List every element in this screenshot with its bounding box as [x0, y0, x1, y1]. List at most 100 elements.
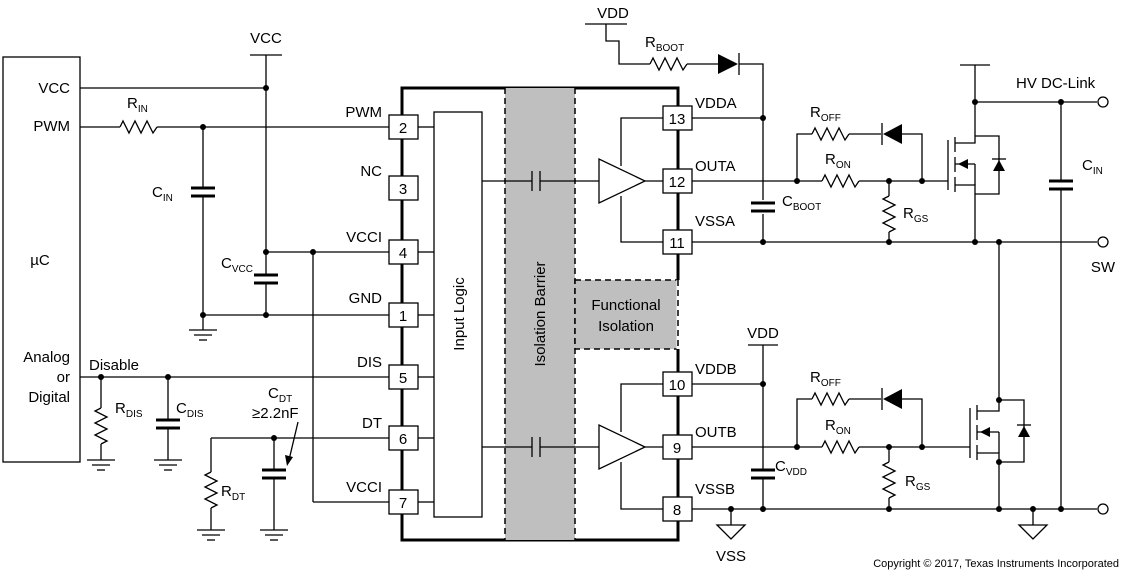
cdt-value-label: ≥2.2nF: [252, 405, 299, 422]
left-pin-7: 7 VCCI: [346, 479, 434, 515]
junction-dot: [919, 444, 925, 450]
vcc-rail-label: VCC: [250, 30, 282, 47]
power-ground-icon: [1017, 524, 1049, 540]
rdt-label: RDT: [221, 483, 245, 503]
svg-text:VCCI: VCCI: [346, 479, 382, 496]
hv-terminal: [1097, 96, 1109, 108]
junction-dot: [760, 115, 766, 121]
rin-resistor: [119, 119, 158, 135]
left-pin-3: 3 NC: [360, 163, 419, 201]
svg-text:12: 12: [669, 174, 686, 191]
cdis-label: CDIS: [176, 400, 204, 420]
junction-dot: [996, 459, 1002, 465]
copyright-text: Copyright © 2017, Texas Instruments Inco…: [873, 558, 1119, 570]
vdd-boot-wire: [605, 24, 650, 65]
cvcc-label: CVCC: [221, 255, 253, 275]
svg-text:DIS: DIS: [357, 354, 382, 371]
ron-b-label: RON: [825, 417, 851, 437]
sw-label: SW: [1091, 259, 1116, 276]
cin-left-label: CIN: [152, 184, 173, 204]
right-pin-11: 11 VSSA: [662, 213, 735, 255]
rgs-b-resistor: [881, 461, 897, 499]
junction-dot: [1058, 506, 1064, 512]
left-pin-6: 6 DT: [362, 415, 434, 451]
junction-dot: [760, 506, 766, 512]
svg-text:3: 3: [399, 181, 407, 198]
boot-diode: [718, 54, 738, 74]
right-pin-9: 9 OUTB: [662, 424, 737, 460]
roff-a-wire: [796, 133, 812, 181]
svg-text:GND: GND: [349, 290, 383, 307]
microcontroller-block: [2, 56, 81, 463]
ground-icon: [189, 329, 217, 341]
svg-text:10: 10: [669, 377, 686, 394]
junction-dot: [996, 506, 1002, 512]
ground-icon: [154, 459, 182, 471]
roff-b-return-wire: [902, 398, 923, 447]
right-pin-12: 12 OUTA: [662, 158, 736, 194]
boot-vdda-wire: [739, 63, 764, 242]
svg-text:11: 11: [669, 235, 685, 252]
cin-right-label: CIN: [1082, 157, 1103, 177]
rin-label: RIN: [127, 95, 148, 115]
cdt-arrow-line: [288, 421, 299, 461]
svg-text:13: 13: [669, 111, 686, 128]
svg-text:PWM: PWM: [345, 104, 382, 121]
svg-text:7: 7: [399, 495, 407, 512]
uc-analog-label: Analog: [23, 349, 70, 366]
uc-digital-label: Digital: [28, 389, 70, 406]
hv-dc-link-label: HV DC-Link: [1016, 75, 1096, 92]
disable-label: Disable: [89, 357, 139, 374]
junction-dot: [886, 239, 892, 245]
sw-terminal: [1097, 236, 1109, 248]
low-side-mosfet-icon: [969, 242, 1031, 509]
functional-isolation-label-2: Isolation: [598, 318, 654, 335]
svg-text:9: 9: [673, 440, 681, 457]
ron-a-label: RON: [825, 151, 851, 171]
ron-b-resistor: [821, 439, 860, 455]
rdis-label: RDIS: [115, 400, 143, 420]
right-pin-13: 13 VDDA: [662, 95, 737, 131]
roff-b-resistor: [811, 391, 850, 407]
svg-text:OUTB: OUTB: [695, 424, 737, 441]
svg-text:VDDB: VDDB: [695, 361, 737, 378]
junction-dot: [919, 178, 925, 184]
roff-b-wire: [796, 398, 812, 447]
ground-icon: [87, 459, 115, 471]
svg-text:5: 5: [399, 370, 407, 387]
svg-text:6: 6: [399, 431, 407, 448]
rdis-resistor: [93, 407, 109, 445]
driver-a-vss-wire: [620, 196, 663, 243]
functional-isolation-box: [574, 279, 679, 350]
uc-or-label: or: [57, 369, 70, 386]
svg-text:VCCI: VCCI: [346, 229, 382, 246]
roff-a-label: ROFF: [810, 104, 841, 124]
driver-b-vss-wire: [620, 462, 663, 510]
svg-text:VSSB: VSSB: [695, 481, 735, 498]
cdt-arrow-head: [285, 455, 293, 466]
vdd-top-label: VDD: [597, 5, 629, 22]
left-pin-2: 2 PWM: [345, 104, 434, 140]
cboot-label: CBOOT: [782, 193, 821, 213]
svg-text:4: 4: [399, 245, 407, 262]
rboot-resistor: [649, 56, 688, 72]
roff-b-diode: [883, 389, 902, 409]
cdt-label: CDT: [268, 385, 292, 405]
rboot-label: RBOOT: [645, 34, 684, 54]
driver-a-buffer: [598, 157, 647, 205]
junction-dot: [760, 239, 766, 245]
functional-isolation-label-1: Functional: [591, 297, 660, 314]
svg-text:VSSA: VSSA: [695, 213, 735, 230]
high-side-mosfet-icon: [947, 102, 1006, 242]
left-pin-5: 5 DIS: [357, 354, 434, 390]
left-pin-4: 4 VCCI: [346, 229, 434, 265]
rgs-a-label: RGS: [903, 205, 929, 225]
vss-ground-icon: [715, 524, 747, 540]
driver-b-vdd-wire: [620, 383, 663, 432]
rgs-a-resistor: [881, 195, 897, 233]
junction-dot: [972, 99, 978, 105]
driver-b-buffer: [598, 423, 647, 471]
vdd-mid-label: VDD: [747, 325, 779, 342]
isolation-barrier: [505, 88, 575, 540]
uc-vcc-label: VCC: [38, 80, 70, 97]
